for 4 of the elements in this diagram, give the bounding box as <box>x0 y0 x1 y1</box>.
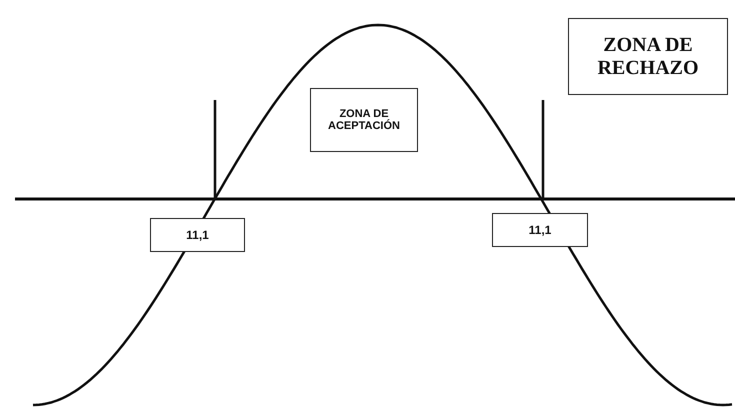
value-label: 11,1 <box>150 218 245 252</box>
zone-label: ZONA DE RECHAZO <box>568 18 728 95</box>
value-label: 11,1 <box>492 213 588 247</box>
zone-label: ZONA DE ACEPTACIÓN <box>310 88 418 152</box>
